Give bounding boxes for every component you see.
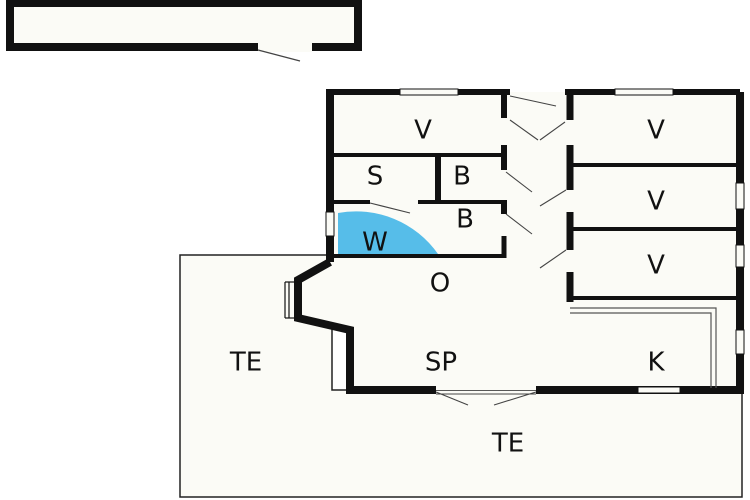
annex-door-swing xyxy=(257,49,301,62)
interior-walls xyxy=(330,92,740,302)
room-label-bedroom-middle-right: V xyxy=(647,187,665,217)
room-label-bathroom-lower: B xyxy=(456,205,474,235)
room-label-bedroom-top-left: V xyxy=(414,116,432,146)
room-label-storage: S xyxy=(367,162,384,192)
windows xyxy=(325,88,745,394)
room-label-bedroom-lower-right: V xyxy=(647,251,665,281)
annex-building xyxy=(6,0,362,62)
room-label-bedroom-top-right: V xyxy=(647,116,665,146)
room-label-dining: SP xyxy=(425,348,457,378)
bay-window xyxy=(284,281,298,319)
room-label-terrace-left: TE xyxy=(229,348,262,378)
room-label-bathroom-upper: B xyxy=(453,162,471,192)
wc-highlight xyxy=(338,211,438,254)
room-label-terrace-bottom: TE xyxy=(491,429,524,459)
room-label-living: O xyxy=(430,269,450,299)
room-label-wc: W xyxy=(362,228,388,258)
room-label-kitchen: K xyxy=(647,348,665,378)
door-swings xyxy=(369,95,567,406)
kitchen-counter xyxy=(570,307,717,388)
